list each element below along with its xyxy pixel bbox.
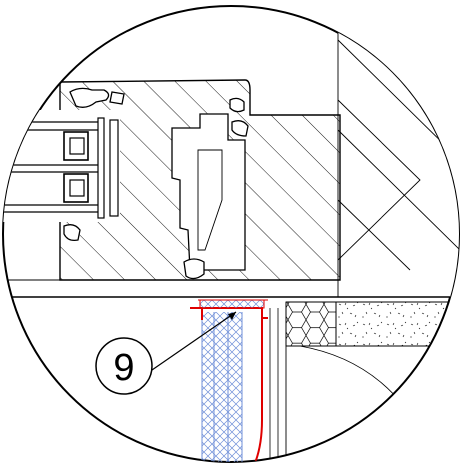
window-frame-profile bbox=[59, 79, 341, 281]
callout-leader bbox=[151, 311, 237, 371]
callout-bubble bbox=[95, 337, 153, 395]
callout-9: 9 bbox=[95, 311, 237, 395]
insulation-layers bbox=[285, 301, 459, 462]
subframe-insulation bbox=[201, 312, 243, 462]
glazing-unit bbox=[3, 110, 120, 222]
red-connection-profile bbox=[190, 299, 268, 462]
gasket-seals bbox=[63, 87, 249, 280]
callout-number: 9 bbox=[113, 347, 134, 389]
